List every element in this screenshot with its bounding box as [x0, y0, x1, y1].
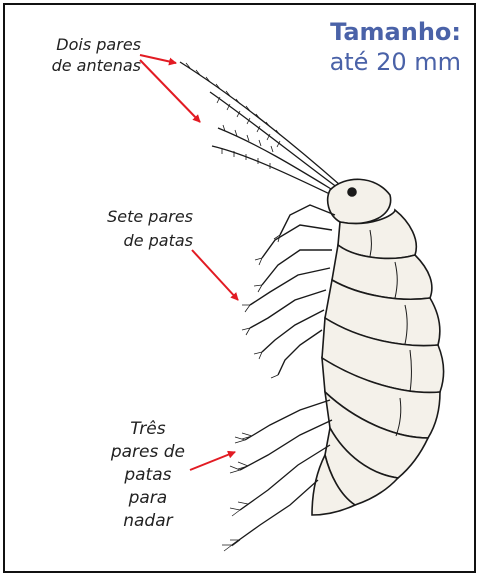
- label-swimming-legs-line: pares de: [111, 441, 185, 464]
- label-swimming-legs-line: patas: [111, 464, 185, 487]
- swimming-legs: [222, 400, 332, 551]
- label-antennae-line: Dois pares: [52, 34, 141, 55]
- label-antennae-line: de antenas: [52, 55, 141, 76]
- label-swimming-legs-line: para: [111, 487, 185, 510]
- label-walking-legs: Sete pares de patas: [107, 205, 193, 253]
- size-value: até 20 mm: [330, 48, 461, 76]
- arrow-walking-legs: [192, 250, 238, 300]
- arrow-swimming-legs: [190, 452, 235, 470]
- arrow-antenna-upper: [140, 55, 176, 63]
- label-walking-legs-line: Sete pares: [107, 205, 193, 229]
- label-antennae: Dois pares de antenas: [52, 34, 141, 76]
- label-swimming-legs: Três pares de patas para nadar: [111, 418, 185, 533]
- label-swimming-legs-line: Três: [111, 418, 185, 441]
- size-title: Tamanho:: [330, 18, 461, 46]
- label-swimming-legs-line: nadar: [111, 510, 185, 533]
- label-walking-legs-line: de patas: [107, 229, 193, 253]
- label-arrows: [140, 55, 238, 470]
- antennae: [180, 62, 340, 196]
- walking-legs: [242, 205, 335, 378]
